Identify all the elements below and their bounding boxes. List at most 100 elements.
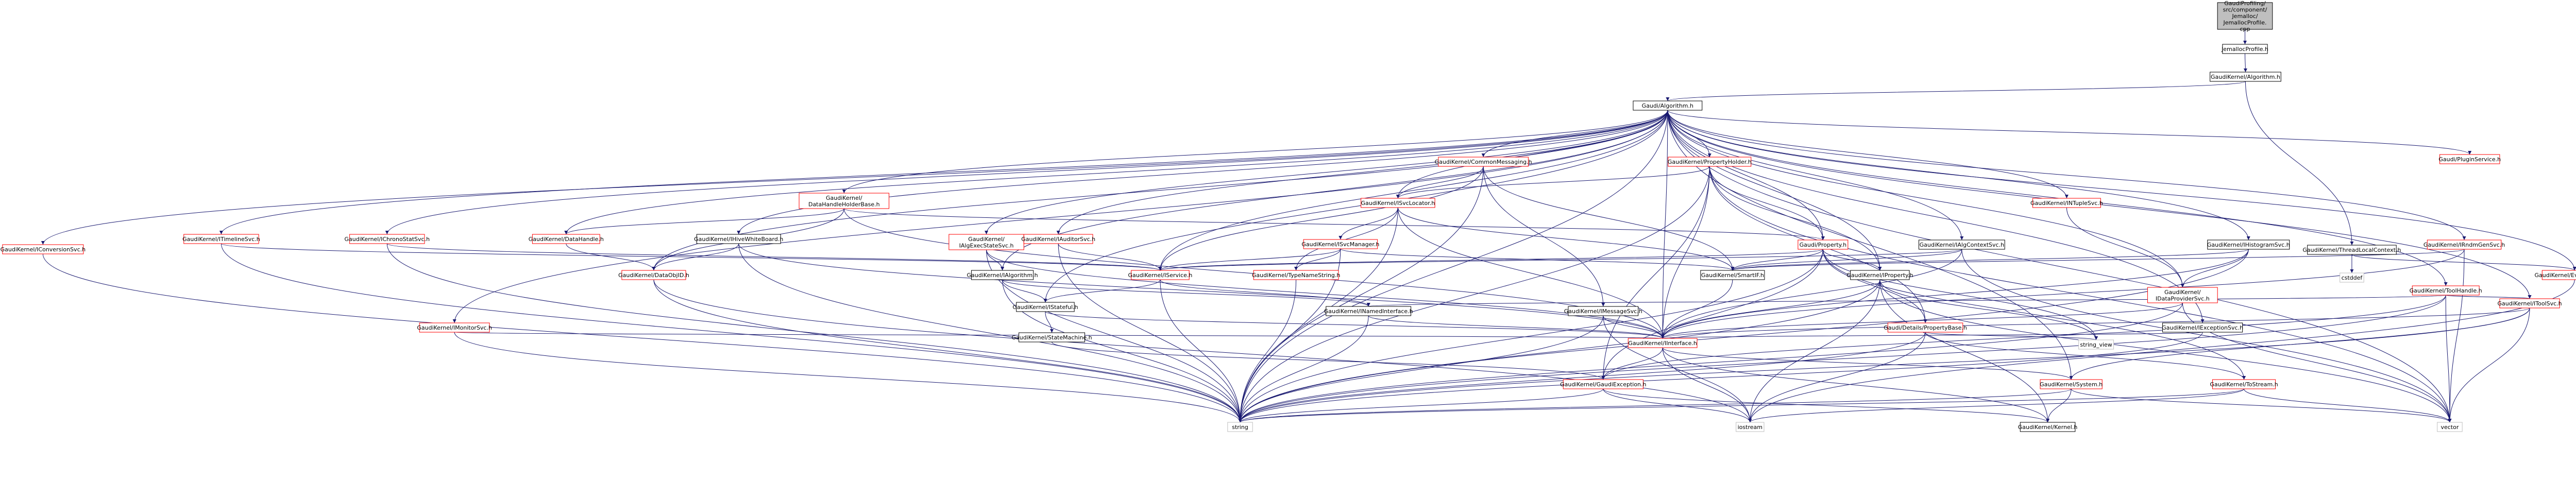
node-inamedif[interactable]: GaudiKernel/INamedInterface.h — [1324, 306, 1413, 316]
node-gprop[interactable]: Gaudi/Property.h — [1798, 239, 1849, 250]
edge-galg-iwb — [737, 110, 1668, 235]
node-label: GaudiKernel/IMessageSvc.h — [1564, 308, 1642, 315]
node-itoolsvc[interactable]: GaudiKernel/IToolSvc.h — [2497, 298, 2562, 308]
node-label: GaudiKernel/EventContext.h — [2534, 272, 2576, 279]
edge-toolhandle-vector — [2445, 295, 2452, 423]
edge-iwb-string — [738, 243, 1242, 423]
edge-ichrono-iservice — [386, 243, 1162, 271]
node-statemach[interactable]: GaudiKernel/StateMachine.h — [1011, 332, 1092, 342]
edge-iservice-inamedif — [1160, 279, 1370, 307]
node-algh[interactable]: GaudiKernel/Algorithm.h — [2210, 72, 2281, 82]
node-intuple[interactable]: GaudiKernel/INTupleSvc.h — [2030, 198, 2103, 208]
node-istateful[interactable]: GaudiKernel/IStateful.h — [1012, 302, 1078, 312]
edge-toolhandle-itoolsvc — [2445, 295, 2532, 299]
edge-galg-itimel — [219, 110, 1668, 235]
node-plugin[interactable]: Gaudi/PluginService.h — [2438, 154, 2501, 164]
node-label: GaudiKernel/IRndmGenSvc.h — [2424, 242, 2505, 248]
node-label: iostream — [1738, 424, 1762, 431]
node-dhandle[interactable]: GaudiKernel/DataHandle.h — [529, 234, 604, 244]
node-ichrono[interactable]: GaudiKernel/IChronoStatSvc.h — [345, 234, 430, 244]
node-dhhb[interactable]: GaudiKernel/DataHandleHolderBase.h — [799, 193, 890, 209]
node-box — [2162, 322, 2243, 333]
node-tlctx[interactable]: GaudiKernel/ThreadLocalContext.h — [2302, 245, 2401, 255]
edge-commsg-isvcloc — [1396, 166, 1484, 199]
edge-galg-gprop — [1667, 110, 1825, 241]
node-ihisto[interactable]: GaudiKernel/IHistogramSvc.h — [2207, 239, 2290, 250]
node-box — [2210, 72, 2281, 82]
node-tostream[interactable]: GaudiKernel/ToStream.h — [2210, 379, 2278, 389]
node-iaud[interactable]: GaudiKernel/IAuditorSvc.h — [1021, 234, 1095, 244]
edge-dhandle-dataobjid — [566, 243, 656, 271]
node-box — [2040, 379, 2103, 389]
node-stringview: string_view — [2078, 339, 2114, 350]
edge-propbase-stringview — [1925, 332, 2098, 340]
edge-isvcmgr-string — [1238, 248, 1341, 423]
node-imsgsvc[interactable]: GaudiKernel/IMessageSvc.h — [1564, 306, 1642, 316]
node-toolhandle[interactable]: GaudiKernel/ToolHandle.h — [2410, 285, 2482, 296]
node-iservice[interactable]: GaudiKernel/IService.h — [1128, 270, 1192, 280]
node-galg[interactable]: Gaudi/Algorithm.h — [1633, 100, 1703, 111]
edge-system-kernel — [2046, 388, 2072, 423]
node-label: GaudiKernel/IConversionSvc.h — [1, 246, 86, 253]
node-gexc[interactable]: GaudiKernel/GaudiException.h — [1560, 379, 1647, 389]
node-jemh[interactable]: JemallocProfile.h — [2221, 44, 2268, 54]
node-typename[interactable]: GaudiKernel/TypeNameString.h — [1252, 270, 1341, 280]
node-itimel[interactable]: GaudiKernel/ITimelineSvc.h — [182, 234, 260, 244]
node-root[interactable]: GaudiProfiling/src/component/Jemalloc/Je… — [2217, 0, 2273, 32]
node-box — [2437, 422, 2463, 432]
node-box — [183, 234, 259, 244]
edge-toolhandle-inamedif — [1367, 295, 2446, 307]
edge-commsg-smartif — [1483, 166, 1735, 271]
edge-ialgctx-iinterface — [1660, 249, 1962, 339]
edge-isvcloc-smartif — [1397, 207, 1735, 271]
edge-gprop-smartif — [1731, 249, 1823, 271]
node-ialgctx[interactable]: GaudiKernel/IAlgContextSvc.h — [1918, 239, 2005, 250]
edge-idataprov-string — [1238, 302, 2183, 423]
node-iwb[interactable]: GaudiKernel/IHiveWhiteBoard.h — [694, 234, 783, 244]
edge-isvcmgr-typename — [1294, 248, 1341, 271]
node-ialgorithm[interactable]: GaudiKernel/IAlgorithm.h — [967, 270, 1038, 280]
node-kernel[interactable]: GaudiKernel/Kernel.h — [2018, 422, 2078, 432]
node-label: GaudiKernel/DataHandle.h — [529, 236, 604, 243]
node-commsg[interactable]: GaudiKernel/CommonMessaging.h — [1435, 157, 1532, 167]
edge-galg-dhandle — [564, 110, 1668, 235]
node-evctx[interactable]: GaudiKernel/EventContext.h — [2534, 270, 2576, 280]
edge-dhhb-dhandle — [564, 208, 844, 235]
node-propbase[interactable]: Gaudi/Details/PropertyBase.h — [1884, 322, 1967, 333]
node-label: GaudiKernel/ISvcManager.h — [1301, 241, 1379, 248]
node-propholder[interactable]: GaudiKernel/PropertyHolder.h — [1668, 157, 1752, 167]
node-string: string — [1227, 422, 1253, 432]
node-box — [948, 234, 1024, 250]
edge-ihisto-string — [1238, 249, 2249, 423]
edge-tostream-vector — [2244, 388, 2452, 423]
edge-iwb-iinterface — [738, 243, 1665, 339]
node-smartif[interactable]: GaudiKernel/SmartIF.h — [1700, 270, 1765, 280]
node-iconv[interactable]: GaudiKernel/IConversionSvc.h — [1, 244, 86, 254]
node-iaes[interactable]: GaudiKernel/IAlgExecStateSvc.h — [948, 234, 1024, 250]
edge-iservice-string — [1160, 279, 1242, 423]
edge-toolhandle-string — [1238, 295, 2446, 423]
node-dataobjid[interactable]: GaudiKernel/DataObjID.h — [618, 270, 689, 280]
edge-statemach-gexc — [1052, 341, 1605, 380]
node-box — [1227, 422, 1253, 432]
node-isvcmgr[interactable]: GaudiKernel/ISvcManager.h — [1301, 239, 1379, 249]
node-imonsvc[interactable]: GaudiKernel/IMonitorSvc.h — [417, 322, 492, 333]
node-iprop[interactable]: GaudiKernel/IProperty.h — [1846, 270, 1913, 280]
node-label: GaudiKernel/Kernel.h — [2018, 424, 2078, 431]
node-box — [2212, 379, 2276, 389]
node-iexcsvc[interactable]: GaudiKernel/IExceptionSvc.h — [2162, 322, 2243, 333]
edge-isvcloc-iinterface — [1397, 207, 1665, 339]
node-box — [1628, 338, 1698, 348]
edge-gprop-iservice — [1158, 249, 1823, 271]
node-isvcloc[interactable]: GaudiKernel/ISvcLocator.h — [1361, 198, 1435, 208]
edge-isvcmgr-smartif — [1340, 248, 1735, 271]
node-label: GaudiKernel/IStateful.h — [1012, 304, 1078, 311]
node-irndm[interactable]: GaudiKernel/IRndmGenSvc.h — [2424, 239, 2505, 250]
node-system[interactable]: GaudiKernel/System.h — [2040, 379, 2103, 389]
node-idataprov[interactable]: GaudiKernel/IDataProviderSvc.h — [2147, 287, 2218, 303]
node-box — [2412, 285, 2480, 296]
edge-galg-dataobjid — [652, 110, 1668, 271]
node-iinterface[interactable]: GaudiKernel/IInterface.h — [1628, 338, 1698, 348]
edge-galg-ichrono — [385, 110, 1668, 235]
edge-propholder-vector — [1709, 166, 2452, 423]
